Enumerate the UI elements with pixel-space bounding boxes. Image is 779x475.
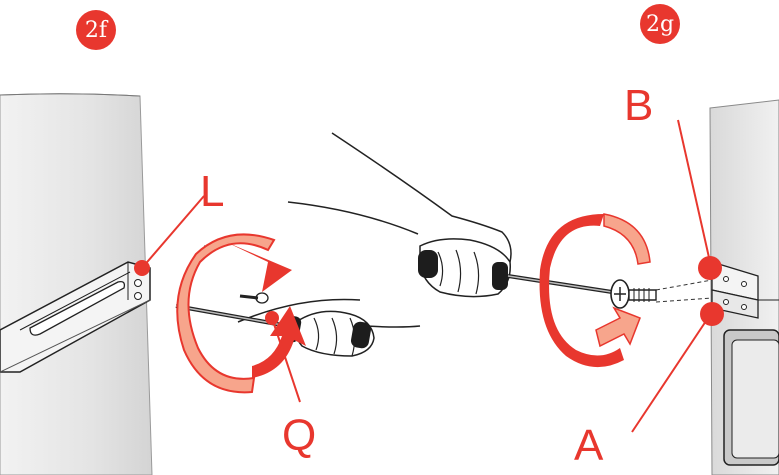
callout-B: B — [624, 81, 654, 130]
rotate-arrow-icon — [176, 233, 306, 394]
callout-L: L — [200, 167, 225, 216]
right-hinge-bracket — [655, 261, 759, 319]
left-hinge-bracket — [0, 261, 151, 373]
leader-lines — [141, 119, 711, 433]
leader-A — [631, 317, 709, 433]
step-badge-2g: 2g — [640, 4, 680, 44]
marker-Q — [265, 311, 279, 325]
leader-B — [677, 119, 711, 263]
leader-Q — [271, 317, 301, 403]
leader-L — [141, 195, 205, 269]
callout-A: A — [574, 421, 604, 470]
callout-Q: Q — [282, 411, 317, 460]
screw-left — [204, 245, 269, 304]
step-badge-2f: 2f — [76, 10, 116, 50]
marker-A — [700, 302, 724, 326]
marker-B — [698, 256, 722, 280]
screw-icon — [610, 279, 657, 309]
marker-dots — [134, 256, 724, 326]
screwdriver-icon — [418, 250, 613, 294]
upper-hand — [287, 132, 512, 298]
left-cabinet-panel — [0, 93, 153, 475]
marker-L — [134, 260, 150, 276]
rotate-arrow-right-icon — [539, 213, 651, 368]
lower-hand — [237, 298, 421, 357]
